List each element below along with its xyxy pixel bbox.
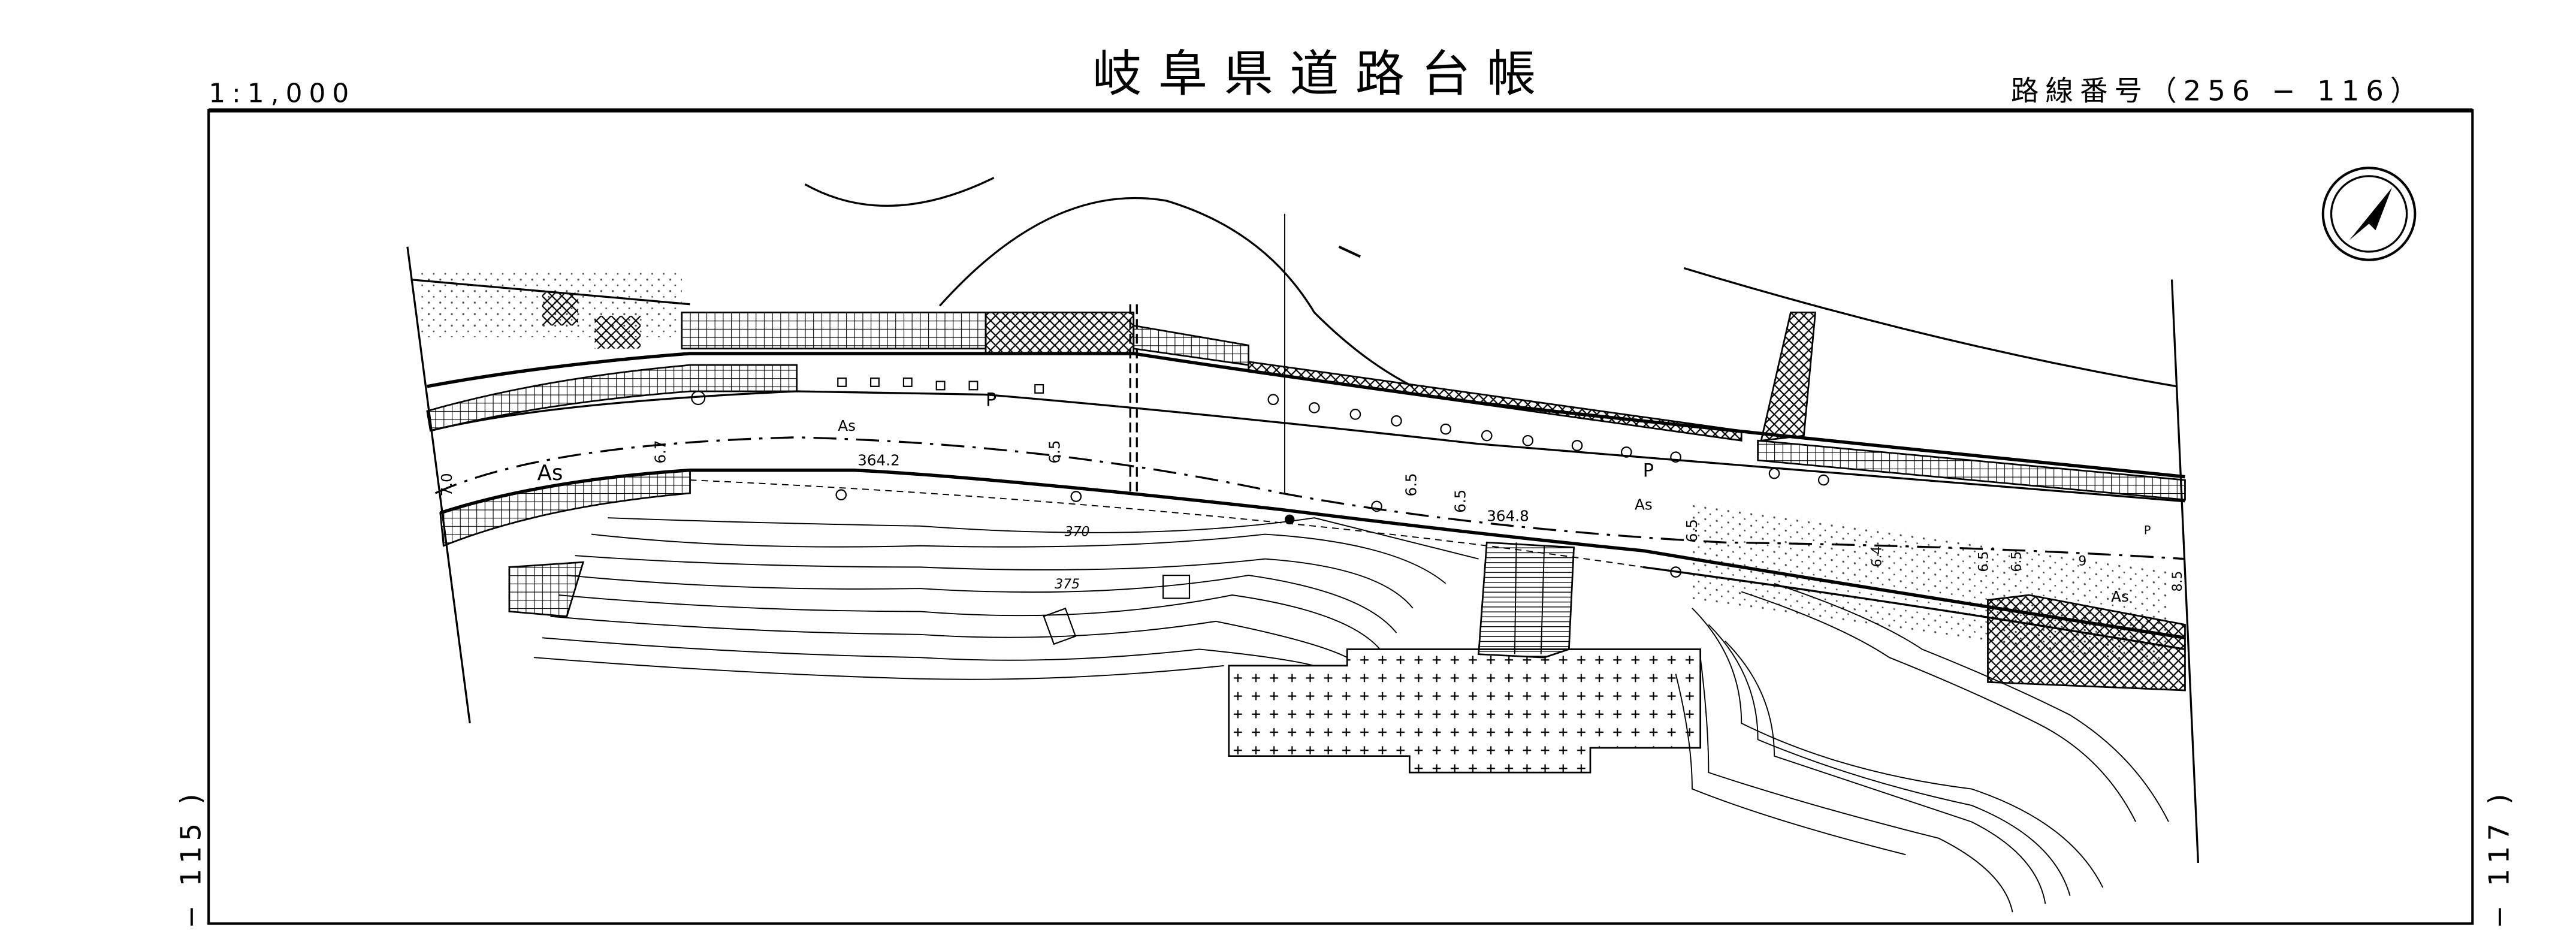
route-number: 路線番号（256 − 116）: [2011, 75, 2425, 107]
width-label: 6.4: [1870, 547, 1885, 567]
surface-label: As: [1635, 496, 1653, 513]
adjacent-sheet-left[interactable]: − 115 ): [174, 789, 207, 928]
north-arrow-icon: [2321, 167, 2417, 261]
page-title: 岐阜県道路台帳: [1092, 46, 1553, 102]
contour-label: 375: [1055, 577, 1080, 592]
scale-label: 1:1,000: [209, 78, 355, 108]
width-label: 6.5: [1683, 519, 1701, 542]
width-label: 6.5: [1452, 490, 1469, 513]
surface-label: P: [2144, 524, 2151, 538]
width-label: 6.7: [651, 440, 669, 463]
width-label: 8.5: [2170, 571, 2185, 592]
surface-label: P: [986, 390, 996, 411]
elevation-label: 364.8: [1487, 508, 1529, 525]
surface-label: P: [1643, 461, 1654, 482]
surface-label: As: [2111, 588, 2129, 605]
surface-label: As: [537, 461, 563, 485]
elevation-label: 364.2: [857, 451, 900, 469]
width-label: 6.5: [2009, 551, 2024, 572]
width-label: 7.0: [438, 473, 455, 496]
width-label: 9: [2078, 554, 2086, 569]
surface-label: As: [838, 417, 856, 434]
width-label: 6.5: [1046, 440, 1063, 463]
adjacent-sheet-right[interactable]: − 117 ): [2483, 789, 2515, 928]
road-plan-drawing: As As As As P P P 364.2 364.8 370 375 7.…: [406, 177, 2200, 913]
width-label: 6.5: [1402, 473, 1420, 496]
contour-label: 370: [1065, 524, 1090, 539]
width-label: 6.5: [1976, 551, 1991, 572]
